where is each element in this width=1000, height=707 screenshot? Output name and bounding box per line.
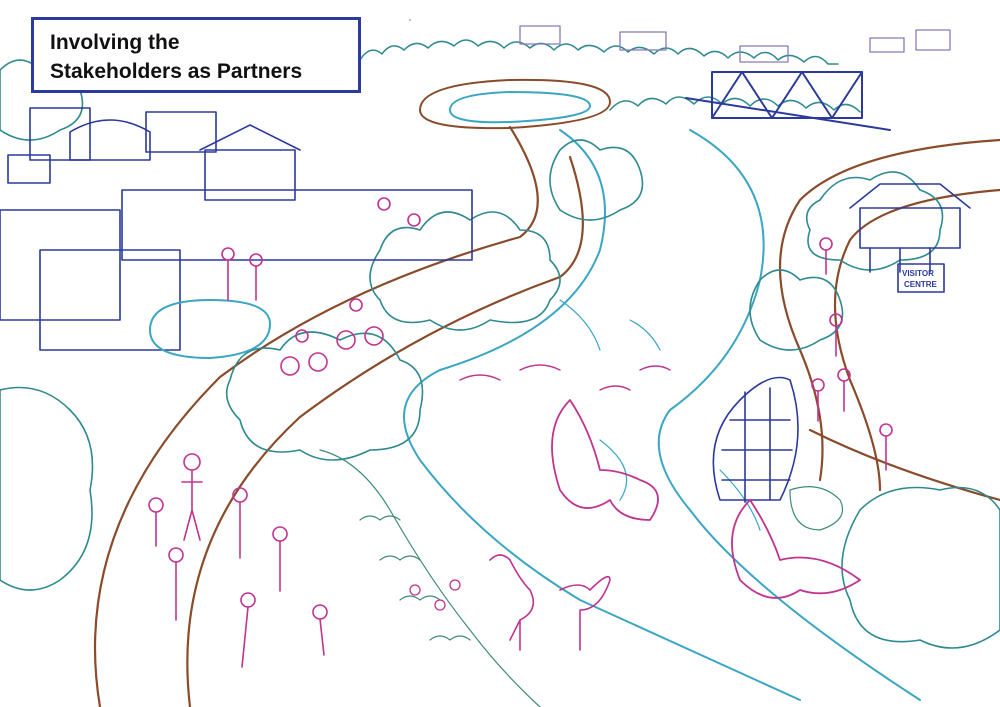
river xyxy=(403,129,921,701)
crabs xyxy=(409,579,461,611)
visitor-centre-sign-line1: VISITOR xyxy=(902,269,934,278)
eagle-lower xyxy=(731,499,861,599)
visitor-centre xyxy=(849,183,971,293)
title-line-2: Stakeholders as Partners xyxy=(50,60,303,83)
cyclists xyxy=(280,298,384,376)
eagle-upper xyxy=(551,399,659,521)
visitors-right-path xyxy=(811,237,893,471)
upper-pond xyxy=(419,78,611,130)
observation-pod xyxy=(712,376,799,503)
title-box: Involving the Stakeholders as Partners xyxy=(31,17,361,93)
footbridge xyxy=(685,71,891,131)
herons xyxy=(489,554,611,651)
otters xyxy=(459,364,671,391)
distant-buildings xyxy=(519,25,951,63)
farm-pond xyxy=(149,299,271,359)
title-line-1: Involving the xyxy=(50,31,180,54)
farm-buildings xyxy=(0,107,473,351)
main-path-left xyxy=(93,125,584,707)
background-treeline xyxy=(359,39,861,113)
main-path-right xyxy=(779,138,1000,502)
riverbank-rocks xyxy=(319,449,844,707)
farm-workers xyxy=(221,197,421,301)
visitor-centre-sign-line2: CENTRE xyxy=(904,280,938,289)
people-cleanup-group xyxy=(148,453,328,668)
